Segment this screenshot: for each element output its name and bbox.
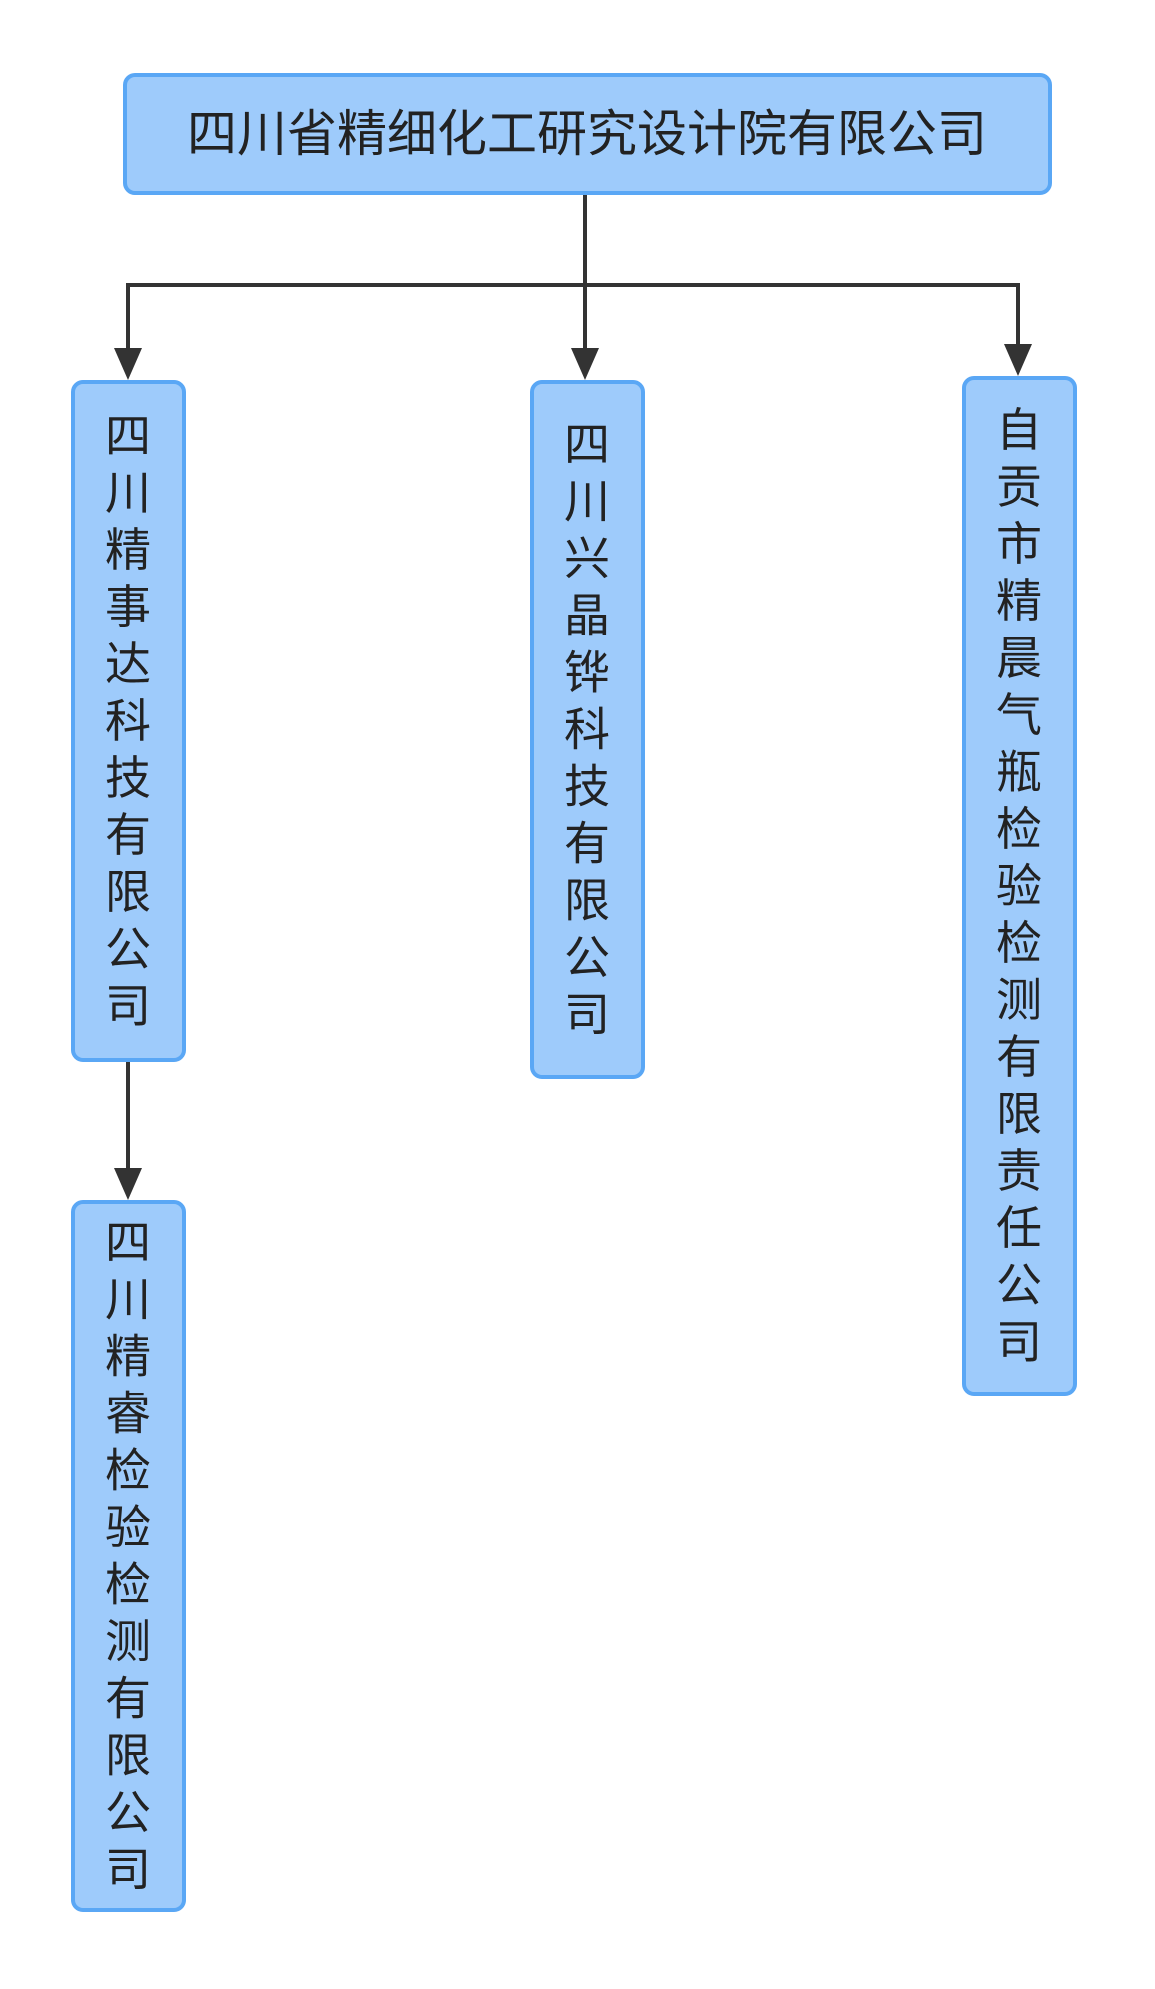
node-zigong-box [962, 376, 1077, 1396]
node-xingjingye: 四川兴晶铧科技有限公司 [530, 380, 645, 1079]
node-root-box [123, 73, 1052, 195]
node-root: 四川省精细化工研究设计院有限公司 [123, 73, 1052, 195]
arrowhead-jingshida [114, 348, 142, 380]
node-xingjingye-box [530, 380, 645, 1079]
node-jingrui-label: 四川精睿检验检测有限公司 [105, 1216, 151, 1897]
node-jingrui-box [71, 1200, 186, 1912]
node-zigong: 自贡市精晨气瓶检验检测有限责任公司 [962, 376, 1077, 1396]
node-jingshida-box [71, 380, 186, 1062]
node-xingjingye-label: 四川兴晶铧科技有限公司 [564, 418, 610, 1042]
arrowhead-zigong [1004, 344, 1032, 376]
node-jingshida: 四川精事达科技有限公司 [71, 380, 186, 1062]
arrowhead-xingjingye [571, 348, 599, 380]
node-jingrui: 四川精睿检验检测有限公司 [71, 1200, 186, 1912]
edge-root-to-zigong [585, 283, 1020, 368]
edge-root-to-jingshida [126, 195, 587, 372]
edges [114, 195, 1032, 1200]
node-zigong-label: 自贡市精晨气瓶检验检测有限责任公司 [996, 403, 1042, 1369]
arrowhead-jingrui [114, 1168, 142, 1200]
node-jingshida-label: 四川精事达科技有限公司 [105, 409, 151, 1033]
node-root-label: 四川省精细化工研究设计院有限公司 [187, 105, 987, 163]
